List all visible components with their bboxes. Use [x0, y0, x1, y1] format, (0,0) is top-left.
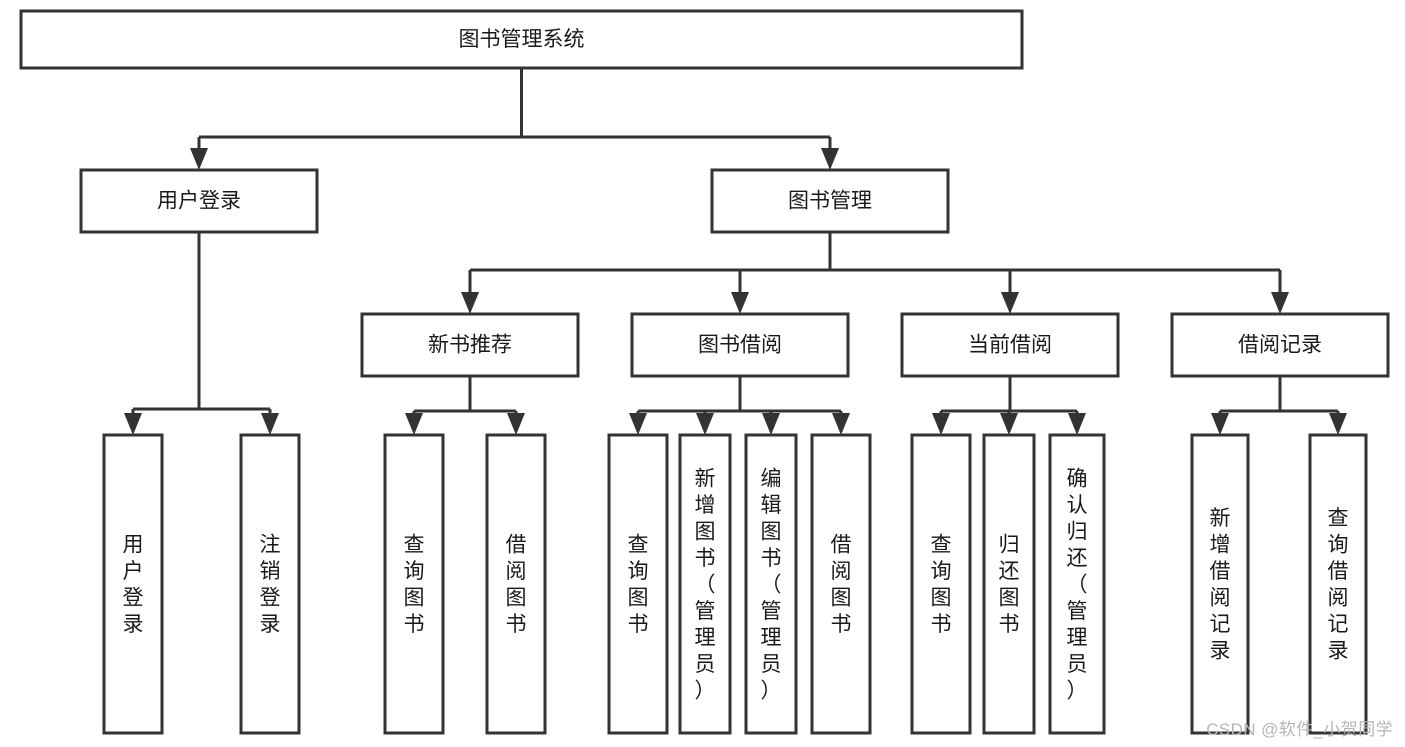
node-book-manage-label: 图书管理: [788, 190, 872, 213]
node-leaf-user-login[interactable]: 用户登录: [102, 433, 164, 735]
node-root[interactable]: 图书管理系统: [19, 9, 1024, 70]
connector-arrowhead: [124, 413, 142, 435]
connector-arrowhead: [821, 148, 839, 170]
node-current-borrow[interactable]: 当前借阅: [900, 312, 1120, 378]
node-root-box[interactable]: [19, 9, 1024, 70]
node-new-book-rec-box[interactable]: [360, 312, 580, 378]
node-user-login-box[interactable]: [79, 168, 319, 234]
connector-arrowhead: [190, 148, 208, 170]
node-leaf-query-record[interactable]: 查询借阅记录: [1308, 433, 1368, 735]
connector-arrowhead: [1211, 413, 1229, 435]
node-leaf-query-book-1-label: 查询图书: [404, 534, 425, 637]
node-leaf-borrow-book-1-label: 借阅图书: [506, 534, 527, 637]
node-leaf-edit-book[interactable]: 编辑图书（管理员）: [744, 433, 798, 735]
connector-arrowhead: [507, 413, 525, 435]
node-root-label: 图书管理系统: [459, 28, 585, 51]
connector-arrowhead: [762, 413, 780, 435]
node-book-borrow-box[interactable]: [630, 312, 850, 378]
connector-arrowhead: [1001, 292, 1019, 314]
node-leaf-user-login-box[interactable]: [102, 433, 164, 735]
node-book-manage-box[interactable]: [710, 168, 950, 234]
node-user-login[interactable]: 用户登录: [79, 168, 319, 234]
node-leaf-edit-book-label: 编辑图书（管理员）: [761, 467, 782, 702]
connector-arrowhead: [261, 413, 279, 435]
connector-arrowhead: [1000, 413, 1018, 435]
connector-arrowhead: [461, 292, 479, 314]
node-leaf-add-book[interactable]: 新增图书（管理员）: [678, 433, 732, 735]
node-leaf-borrow-book-2[interactable]: 借阅图书: [810, 433, 872, 735]
node-leaf-add-record[interactable]: 新增借阅记录: [1190, 433, 1250, 735]
node-leaf-query-record-label: 查询借阅记录: [1328, 507, 1349, 663]
node-borrow-record[interactable]: 借阅记录: [1170, 312, 1390, 378]
node-leaf-return-book[interactable]: 归还图书: [982, 433, 1036, 735]
node-leaf-query-book-1-box[interactable]: [383, 433, 445, 735]
node-leaf-borrow-book-2-label: 借阅图书: [831, 534, 852, 637]
node-leaf-query-book-3[interactable]: 查询图书: [910, 433, 972, 735]
node-leaf-edit-book-box[interactable]: [744, 433, 798, 735]
node-leaf-borrow-book-1-box[interactable]: [485, 433, 547, 735]
node-leaf-borrow-book-2-box[interactable]: [810, 433, 872, 735]
node-leaf-confirm-return-box[interactable]: [1048, 433, 1106, 735]
connector-arrowhead: [731, 292, 749, 314]
node-leaf-query-book-2[interactable]: 查询图书: [607, 433, 669, 735]
node-book-borrow[interactable]: 图书借阅: [630, 312, 850, 378]
node-current-borrow-label: 当前借阅: [968, 334, 1052, 357]
node-borrow-record-label: 借阅记录: [1238, 334, 1322, 357]
node-leaf-add-book-box[interactable]: [678, 433, 732, 735]
node-leaf-query-book-3-box[interactable]: [910, 433, 972, 735]
node-leaf-query-book-2-box[interactable]: [607, 433, 669, 735]
node-leaf-confirm-return-label: 确认归还（管理员）: [1067, 467, 1088, 702]
node-leaf-return-book-box[interactable]: [982, 433, 1036, 735]
connector-arrowhead: [405, 413, 423, 435]
node-leaf-query-book-2-label: 查询图书: [628, 534, 649, 637]
node-current-borrow-box[interactable]: [900, 312, 1120, 378]
connector-arrowhead: [1271, 292, 1289, 314]
node-leaf-logout-box[interactable]: [239, 433, 301, 735]
node-new-book-rec-label: 新书推荐: [428, 334, 512, 357]
node-leaf-add-record-box[interactable]: [1190, 433, 1250, 735]
node-new-book-rec[interactable]: 新书推荐: [360, 312, 580, 378]
node-user-login-label: 用户登录: [157, 190, 241, 213]
connector-arrowhead: [932, 413, 950, 435]
connector-arrowhead: [696, 413, 714, 435]
connector-arrowhead: [629, 413, 647, 435]
node-leaf-query-book-1[interactable]: 查询图书: [383, 433, 445, 735]
node-leaf-query-book-3-label: 查询图书: [931, 534, 952, 637]
node-leaf-return-book-label: 归还图书: [999, 534, 1020, 637]
connector-arrowhead: [832, 413, 850, 435]
node-leaf-user-login-label: 用户登录: [123, 534, 144, 637]
node-borrow-record-box[interactable]: [1170, 312, 1390, 378]
nodes-layer: 图书管理系统用户登录图书管理新书推荐图书借阅当前借阅借阅记录用户登录注销登录查询…: [19, 9, 1390, 735]
node-leaf-add-book-label: 新增图书（管理员）: [695, 467, 716, 702]
node-leaf-query-record-box[interactable]: [1308, 433, 1368, 735]
node-leaf-logout-label: 注销登录: [260, 534, 281, 637]
node-book-borrow-label: 图书借阅: [698, 334, 782, 357]
node-leaf-add-record-label: 新增借阅记录: [1210, 507, 1231, 663]
connector-arrowhead: [1068, 413, 1086, 435]
node-leaf-borrow-book-1[interactable]: 借阅图书: [485, 433, 547, 735]
node-leaf-confirm-return[interactable]: 确认归还（管理员）: [1048, 433, 1106, 735]
node-book-manage[interactable]: 图书管理: [710, 168, 950, 234]
connectors-layer: [124, 68, 1347, 435]
node-leaf-logout[interactable]: 注销登录: [239, 433, 301, 735]
connector-arrowhead: [1329, 413, 1347, 435]
